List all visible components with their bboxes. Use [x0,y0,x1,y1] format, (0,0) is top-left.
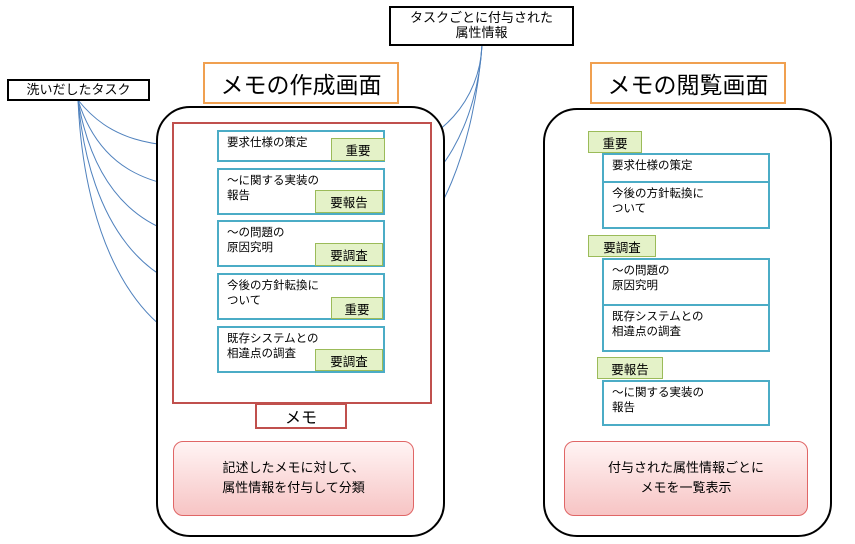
tag-badge: 要調査 [315,243,383,266]
memo-task: ～に関する実装の 報告 [217,168,385,215]
tag-badge: 要調査 [315,349,383,371]
create-note: 記述したメモに対して、 属性情報を付与して分類 [173,441,414,516]
view-screen-title: メモの閲覧画面 [590,62,786,104]
tag-badge: 重要 [331,138,385,161]
group-list: ～の問題の 原因究明 既存システムとの 相違点の調査 [602,258,770,352]
list-item: ～の問題の 原因究明 [602,258,770,306]
tag-badge: 重要 [331,297,383,319]
list-item: 要求仕様の策定 [602,153,770,183]
attr-callout: タスクごとに付与された 属性情報 [389,6,574,46]
memo-label: メモ [255,403,347,429]
group-tag: 要調査 [588,235,656,257]
tasks-callout: 洗いだしたタスク [7,79,150,101]
view-note: 付与された属性情報ごとに メモを一覧表示 [564,441,808,516]
group-list: 要求仕様の策定 今後の方針転換に ついて [602,153,770,229]
group-tag: 要報告 [597,357,663,379]
create-screen-title: メモの作成画面 [203,62,399,104]
list-item: ～に関する実装の 報告 [602,380,770,426]
group-tag: 重要 [588,131,642,153]
list-item: 今後の方針転換に ついて [602,183,770,229]
list-item: 既存システムとの 相違点の調査 [602,306,770,352]
group-list: ～に関する実装の 報告 [602,380,770,426]
tag-badge: 要報告 [315,190,383,213]
